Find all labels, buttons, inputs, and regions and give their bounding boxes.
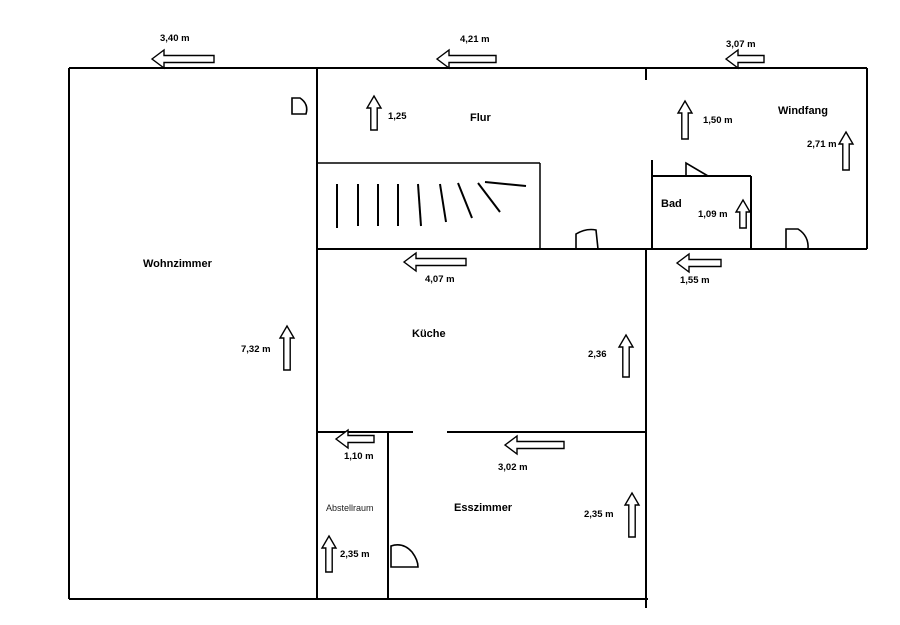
room-label-flur: Flur <box>470 112 491 124</box>
arrow-abstell-height <box>320 534 338 573</box>
room-label-windfang: Windfang <box>778 105 828 117</box>
arrow-flur-height <box>365 94 383 131</box>
arrow-esszimmer-height <box>623 491 641 538</box>
arrow-esszimmer-width <box>503 434 565 456</box>
arrow-wohnzimmer-height <box>278 324 296 371</box>
arrow-top-middle <box>435 48 497 70</box>
room-label-esszimmer: Esszimmer <box>454 502 513 514</box>
door-bad <box>685 161 709 177</box>
doors <box>291 97 809 568</box>
walls <box>68 67 868 608</box>
dim-kueche-width: 4,07 m <box>425 274 455 285</box>
dim-windfang-height-a: 1,50 m <box>703 115 733 126</box>
arrow-kueche-height <box>617 333 635 378</box>
room-label-kueche: Küche <box>412 328 446 340</box>
staircase <box>336 181 527 228</box>
dimension-arrows <box>150 48 855 573</box>
dim-wohnzimmer-height: 7,32 m <box>241 344 271 355</box>
door-flur <box>575 228 599 250</box>
room-labels: Wohnzimmer Flur Windfang Bad Küche Abste… <box>143 105 828 514</box>
door-windfang <box>785 228 809 250</box>
dim-esszimmer-height: 2,35 m <box>584 509 614 520</box>
arrow-top-right <box>724 48 765 70</box>
dim-bad-height: 1,09 m <box>698 209 728 220</box>
dimension-labels: 3,40 m 4,21 m 3,07 m 1,25 1,50 m 2,71 m … <box>160 33 837 560</box>
arrow-windfang-height-b <box>837 130 855 171</box>
door-esszimmer <box>390 544 419 568</box>
room-label-abstellraum: Abstellraum <box>326 503 374 513</box>
dim-top-right: 3,07 m <box>726 39 756 50</box>
arrow-bad-width <box>675 252 722 274</box>
arrow-windfang-height-a <box>676 99 694 140</box>
arrow-kueche-width <box>402 251 467 273</box>
arrow-abstell-width <box>334 428 375 450</box>
dim-top-middle: 4,21 m <box>460 34 490 45</box>
dim-kueche-height: 2,36 <box>588 349 607 360</box>
dim-abstell-width: 1,10 m <box>344 451 374 462</box>
door-wohnzimmer <box>291 97 308 115</box>
room-label-wohnzimmer: Wohnzimmer <box>143 258 213 270</box>
arrow-bad-height <box>734 198 752 229</box>
dim-bad-width: 1,55 m <box>680 275 710 286</box>
dim-esszimmer-width: 3,02 m <box>498 462 528 473</box>
dim-flur-height: 1,25 <box>388 111 407 122</box>
arrow-top-left <box>150 48 215 70</box>
dim-windfang-height-b: 2,71 m <box>807 139 837 150</box>
dim-top-left: 3,40 m <box>160 33 190 44</box>
room-label-bad: Bad <box>661 198 682 210</box>
dim-abstell-height: 2,35 m <box>340 549 370 560</box>
